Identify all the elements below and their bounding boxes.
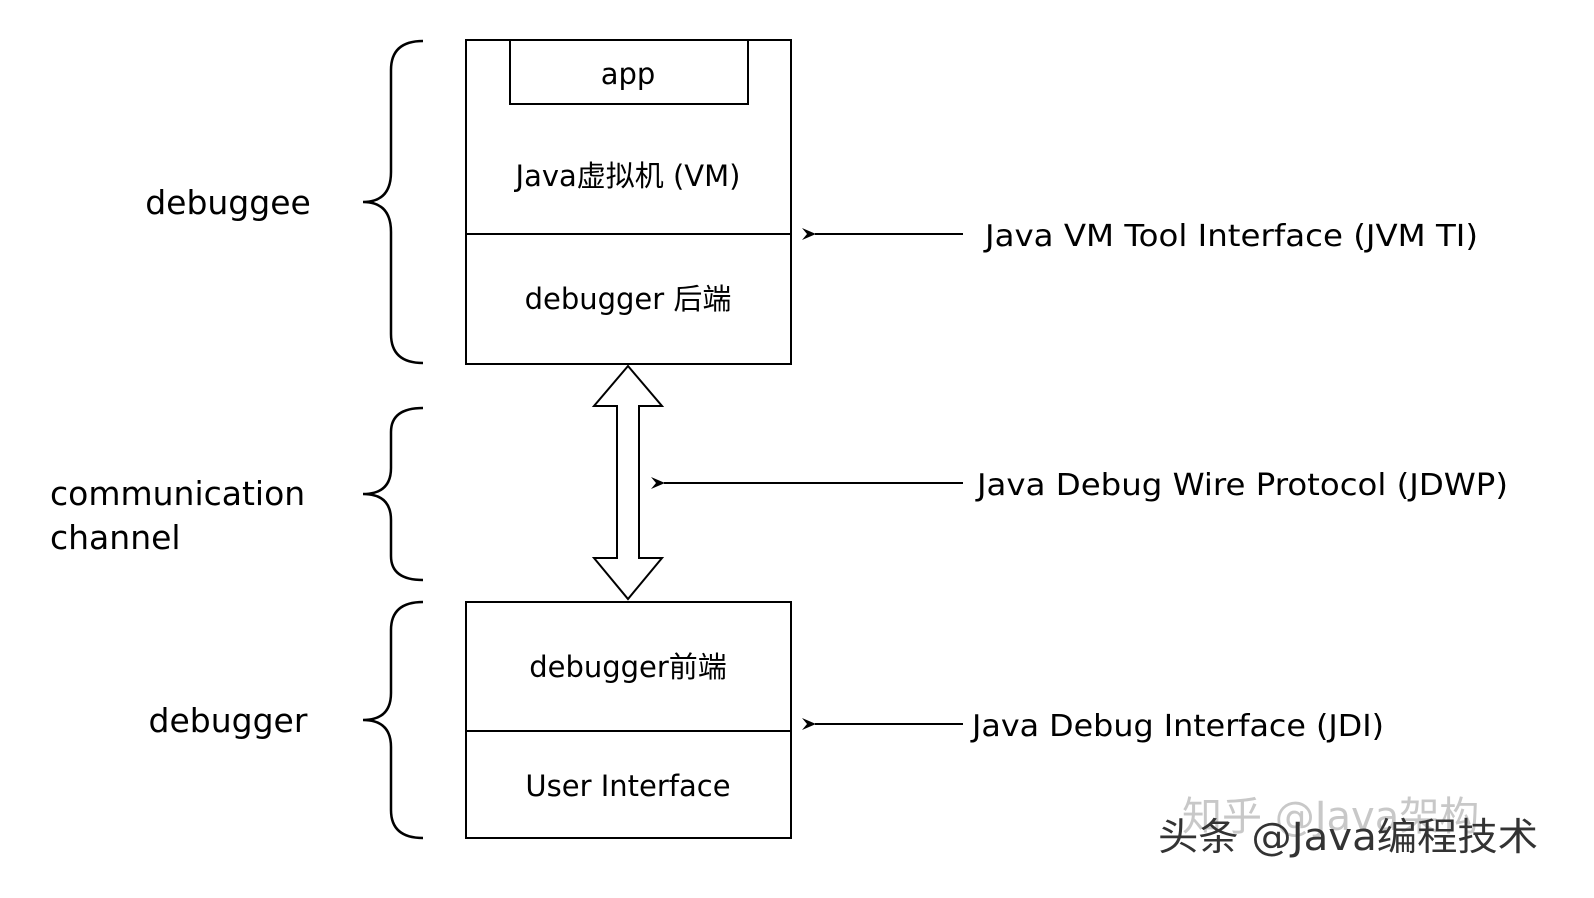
user-interface-label: User Interface <box>525 769 730 803</box>
debugger-backend-label: debugger 后端 <box>525 282 732 316</box>
jvmti-label: Java VM Tool Interface (JVM TI) <box>983 219 1478 254</box>
channel-brace <box>362 406 424 582</box>
communication-label: communication <box>50 474 305 513</box>
app-box <box>509 39 749 105</box>
debuggee-brace <box>362 39 424 365</box>
debugger-label: debugger <box>149 701 308 740</box>
zhihu-watermark: 知乎 @Java架构 <box>1182 794 1479 840</box>
jdwp-label: Java Debug Wire Protocol (JDWP) <box>975 468 1508 503</box>
java-vm-label: Java虚拟机 (VM) <box>514 159 741 193</box>
debugger-brace <box>362 600 424 840</box>
jdi-label: Java Debug Interface (JDI) <box>970 709 1384 744</box>
debuggee-label: debuggee <box>145 183 311 222</box>
app-label: app <box>601 57 656 91</box>
channel-label: channel <box>50 518 181 557</box>
debugger-box <box>465 601 792 839</box>
double-arrow-icon <box>591 364 665 601</box>
debugger-frontend-label: debugger前端 <box>529 650 727 684</box>
toutiao-watermark: 头条 @Java编程技术 <box>1158 815 1538 859</box>
